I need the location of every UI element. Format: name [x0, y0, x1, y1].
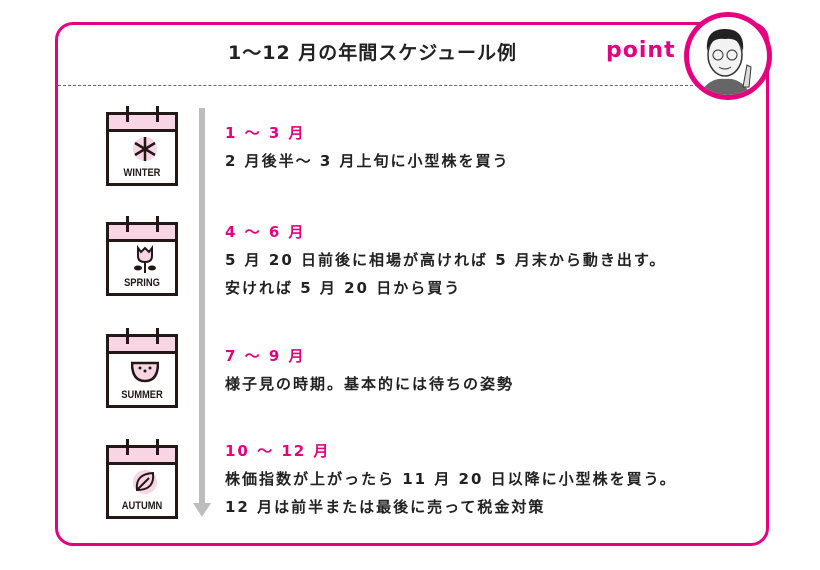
- snowflake-icon: [133, 137, 157, 161]
- calendar-summer: SUMMER: [106, 328, 178, 408]
- period-heading: 4 〜 6 月: [225, 223, 306, 241]
- period-text: 5 月 20 日前後に相場が高ければ 5 月末から動き出す。: [225, 251, 667, 269]
- period-text: 2 月後半〜 3 月上旬に小型株を買う: [225, 152, 510, 170]
- timeline-arrow: [199, 108, 205, 505]
- season-label: SPRING: [124, 277, 160, 289]
- calendar-autumn: AUTUMN: [106, 439, 178, 519]
- calendar-spring: SPRING: [106, 216, 178, 296]
- period-text: 様子見の時期。基本的には待ちの姿勢: [225, 375, 515, 393]
- calendar-winter: WINTER: [106, 106, 178, 186]
- period-text: 株価指数が上がったら 11 月 20 日以降に小型株を買う。: [225, 470, 677, 488]
- season-label: AUTUMN: [121, 500, 163, 512]
- season-label: WINTER: [123, 167, 161, 179]
- tulip-icon: [134, 245, 156, 273]
- author-avatar: [684, 12, 772, 100]
- watermelon-icon: [131, 361, 159, 383]
- season-label: SUMMER: [121, 389, 163, 401]
- point-badge: point: [606, 38, 676, 63]
- panel-title: 1〜12 月の年間スケジュール例: [228, 42, 517, 64]
- period-heading: 1 〜 3 月: [225, 124, 306, 142]
- leaf-icon: [133, 470, 157, 494]
- schedule-panel: [55, 22, 769, 546]
- divider: [58, 85, 698, 86]
- period-heading: 10 〜 12 月: [225, 442, 331, 460]
- arrow-head-icon: [193, 503, 211, 517]
- period-heading: 7 〜 9 月: [225, 347, 306, 365]
- period-text: 12 月は前半または最後に売って税金対策: [225, 498, 546, 516]
- period-text: 安ければ 5 月 20 日から買う: [225, 279, 462, 297]
